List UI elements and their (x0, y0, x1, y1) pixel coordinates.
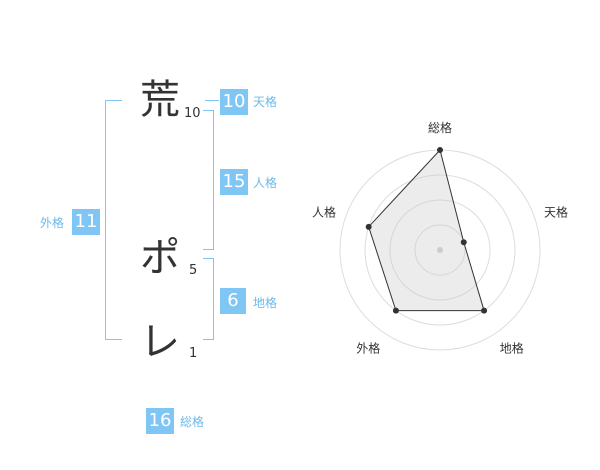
radar-axis-label: 外格 (356, 341, 380, 356)
radar-axis-label: 天格 (544, 204, 568, 219)
tenkaku-bracket (205, 100, 219, 101)
radar-point-3 (481, 307, 488, 314)
radar-ring (389, 199, 491, 301)
stroke-count-3: 1 (189, 346, 198, 361)
stroke-count-1: 10 (184, 106, 201, 121)
jinkaku-value: 15 (220, 169, 248, 195)
soukaku-value: 16 (146, 408, 174, 434)
radar-point-5 (365, 223, 372, 230)
name-char-2: ポ (140, 235, 180, 281)
gaikaku-value: 11 (72, 209, 100, 235)
radar-axis-label: 人格 (312, 204, 336, 219)
radar-point-1 (437, 147, 443, 153)
radar-center-dot (437, 247, 443, 253)
radar-data-polygon (368, 148, 485, 312)
radar-axis-label: 地格 (500, 341, 524, 356)
jinkaku-bracket (203, 110, 214, 250)
name-char-1: 荒 (140, 77, 180, 123)
radar-ring (414, 224, 466, 276)
chikaku-bracket (203, 258, 214, 340)
gaikaku-label: 外格 (40, 216, 65, 230)
tenkaku-label: 天格 (253, 95, 278, 109)
gaikaku-bracket (105, 100, 122, 340)
stroke-count-2: 5 (189, 263, 198, 278)
soukaku-label: 総格 (180, 415, 205, 429)
chikaku-label: 地格 (253, 296, 278, 310)
radar-ring (364, 174, 516, 326)
radar-axis-label: 総格 (428, 120, 452, 135)
radar-point-4 (392, 307, 399, 314)
radar-point-2 (460, 239, 467, 246)
chikaku-value: 6 (220, 288, 246, 314)
jinkaku-label: 人格 (253, 176, 278, 190)
tenkaku-value: 10 (220, 89, 248, 115)
name-char-3: レ (140, 319, 180, 365)
